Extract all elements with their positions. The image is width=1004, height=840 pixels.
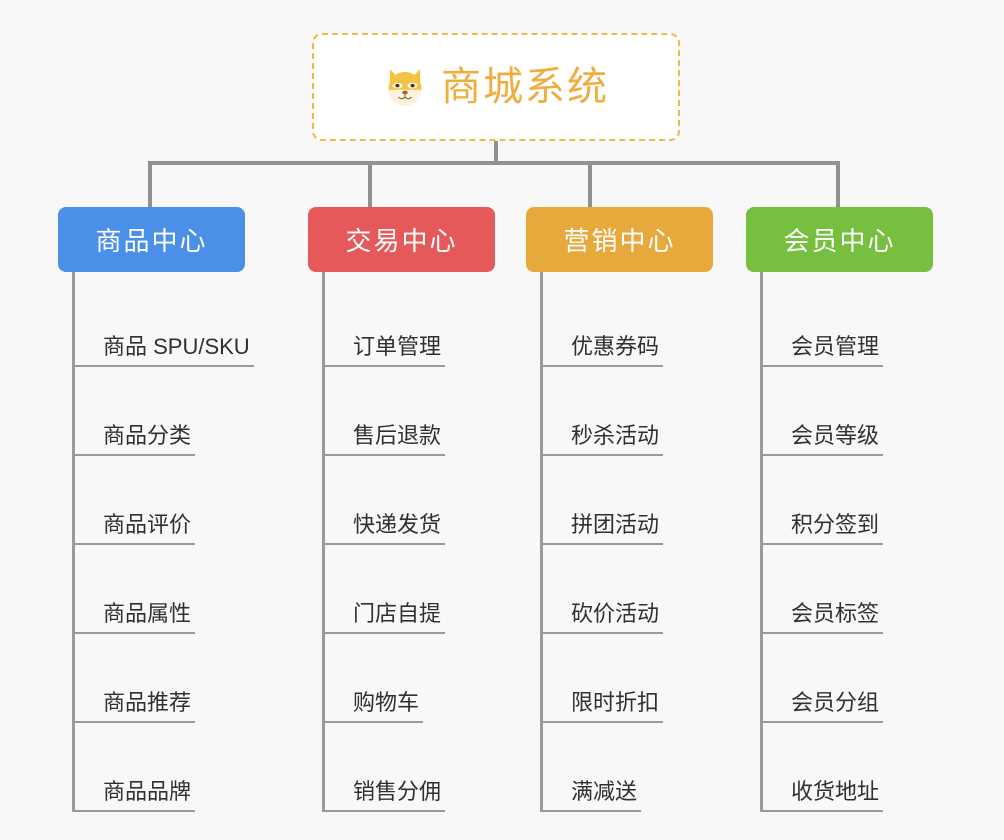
leaf-item[interactable]: 商品推荐	[75, 634, 245, 723]
leaf-item[interactable]: 商品评价	[75, 456, 245, 545]
column-member-center: 会员中心会员管理会员等级积分签到会员标签会员分组收货地址	[746, 207, 933, 812]
leaf-item-label: 商品推荐	[103, 685, 196, 723]
leaf-item[interactable]: 商品 SPU/SKU	[75, 278, 254, 367]
leaf-item[interactable]: 销售分佣	[325, 723, 495, 812]
leaf-item[interactable]: 订单管理	[325, 278, 495, 367]
leaf-item-label: 商品 SPU/SKU	[103, 329, 254, 367]
leaf-item[interactable]: 收货地址	[763, 723, 933, 812]
leaf-item[interactable]: 优惠券码	[543, 278, 713, 367]
category-header-product-center[interactable]: 商品中心	[58, 207, 245, 272]
leaf-item[interactable]: 拼团活动	[543, 456, 713, 545]
leaf-list-member-center: 会员管理会员等级积分签到会员标签会员分组收货地址	[760, 272, 933, 812]
leaf-item-label: 满减送	[571, 774, 642, 812]
connector-drop-3	[588, 161, 592, 209]
category-header-member-center[interactable]: 会员中心	[746, 207, 933, 272]
leaf-item-label: 会员等级	[791, 418, 884, 456]
connector-drop-4	[836, 161, 840, 209]
column-product-center: 商品中心商品 SPU/SKU 商品分类商品评价商品属性商品推荐商品品牌	[58, 207, 254, 812]
leaf-item[interactable]: 会员分组	[763, 634, 933, 723]
column-trade-center: 交易中心订单管理售后退款快递发货门店自提购物车销售分佣	[308, 207, 495, 812]
shiba-dog-face-icon	[388, 69, 422, 107]
leaf-item-label: 拼团活动	[571, 507, 664, 545]
leaf-item-label: 门店自提	[353, 596, 446, 634]
connector-root-stem	[494, 141, 498, 165]
leaf-item[interactable]: 会员管理	[763, 278, 933, 367]
leaf-item[interactable]: 快递发货	[325, 456, 495, 545]
connector-bus-bar	[148, 161, 840, 165]
leaf-item-label: 积分签到	[791, 507, 884, 545]
leaf-item-label: 订单管理	[353, 329, 446, 367]
leaf-item[interactable]: 会员标签	[763, 545, 933, 634]
leaf-list-trade-center: 订单管理售后退款快递发货门店自提购物车销售分佣	[322, 272, 495, 812]
leaf-item[interactable]: 会员等级	[763, 367, 933, 456]
leaf-item[interactable]: 满减送	[543, 723, 713, 812]
leaf-item-label: 会员分组	[791, 685, 884, 723]
leaf-item-label: 优惠券码	[571, 329, 664, 367]
column-marketing-center: 营销中心优惠券码秒杀活动拼团活动砍价活动限时折扣满减送	[526, 207, 713, 812]
leaf-item[interactable]: 商品属性	[75, 545, 245, 634]
leaf-item[interactable]: 商品品牌	[75, 723, 245, 812]
category-header-trade-center[interactable]: 交易中心	[308, 207, 495, 272]
leaf-item-label: 会员标签	[791, 596, 884, 634]
connector-drop-1	[148, 161, 152, 209]
category-header-marketing-center[interactable]: 营销中心	[526, 207, 713, 272]
leaf-item[interactable]: 积分签到	[763, 456, 933, 545]
root-node[interactable]: 商城系统	[312, 33, 680, 141]
leaf-item[interactable]: 商品分类	[75, 367, 245, 456]
leaf-item-label: 商品评价	[103, 507, 196, 545]
leaf-item-label: 会员管理	[791, 329, 884, 367]
leaf-item-label: 秒杀活动	[571, 418, 664, 456]
connector-drop-2	[368, 161, 372, 209]
leaf-item[interactable]: 砍价活动	[543, 545, 713, 634]
root-title: 商城系统	[441, 65, 609, 109]
leaf-item[interactable]: 购物车	[325, 634, 495, 723]
leaf-item-label: 快递发货	[353, 507, 446, 545]
leaf-item-label: 购物车	[353, 685, 424, 723]
leaf-item-label: 商品品牌	[103, 774, 196, 812]
leaf-item[interactable]: 门店自提	[325, 545, 495, 634]
leaf-item-label: 砍价活动	[571, 596, 664, 634]
leaf-item-label: 商品分类	[103, 418, 196, 456]
leaf-item-label: 限时折扣	[571, 685, 664, 723]
leaf-item-label: 收货地址	[791, 774, 884, 812]
leaf-list-marketing-center: 优惠券码秒杀活动拼团活动砍价活动限时折扣满减送	[540, 272, 713, 812]
leaf-item[interactable]: 限时折扣	[543, 634, 713, 723]
leaf-item[interactable]: 秒杀活动	[543, 367, 713, 456]
leaf-item-label: 销售分佣	[353, 774, 446, 812]
leaf-item-label: 售后退款	[353, 418, 446, 456]
leaf-item[interactable]: 售后退款	[325, 367, 495, 456]
leaf-list-product-center: 商品 SPU/SKU 商品分类商品评价商品属性商品推荐商品品牌	[72, 272, 254, 812]
leaf-item-label: 商品属性	[103, 596, 196, 634]
